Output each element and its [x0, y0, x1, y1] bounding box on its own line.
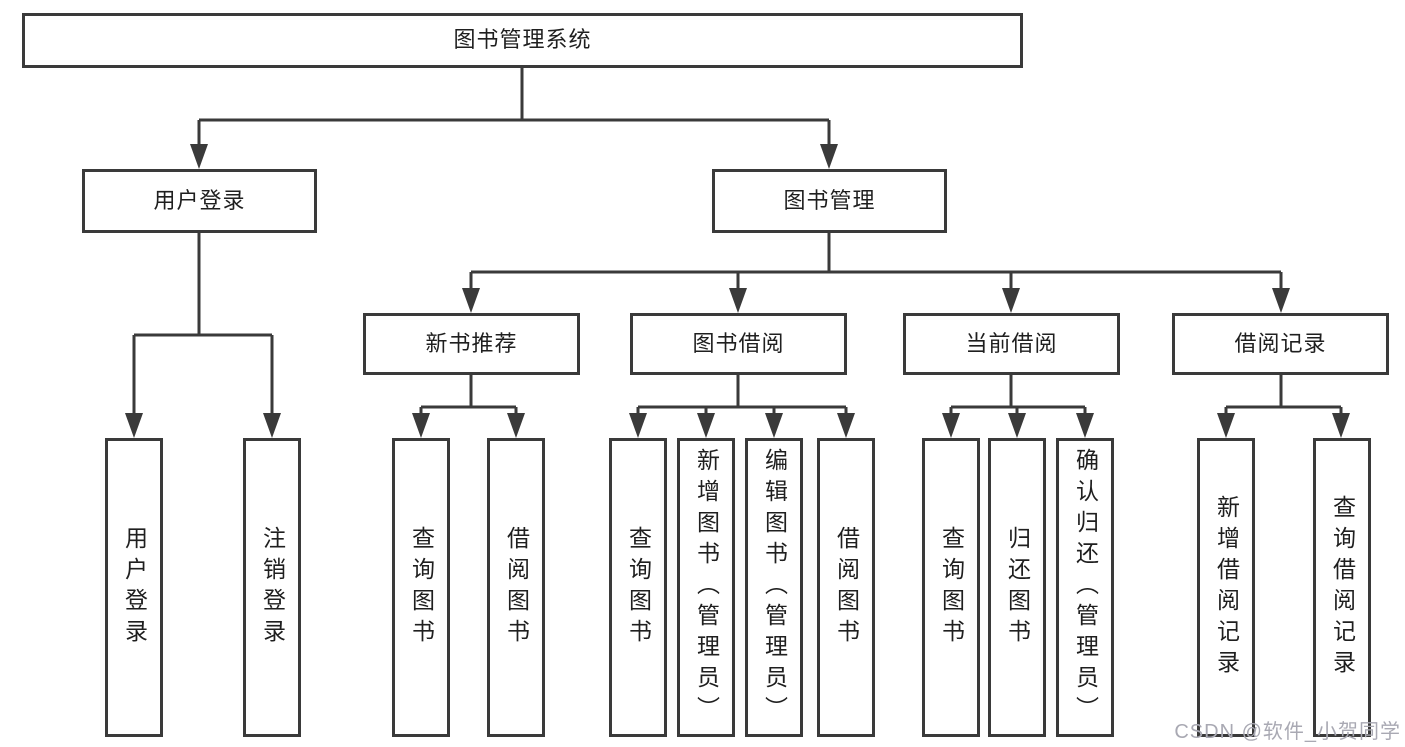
leaf-return-books-label: 归还图书: [1004, 525, 1031, 650]
leaf-confirm-return-admin-label: 确认归还（管理员）: [1072, 448, 1099, 727]
leaf-add-books-admin-label: 新增图书（管理员）: [693, 448, 720, 727]
leaf-user-login-label: 用户登录: [121, 525, 148, 650]
leaf-query-books-current-label: 查询图书: [938, 525, 965, 650]
leaf-query-books-recommend-label: 查询图书: [408, 525, 435, 650]
leaf-borrow-books: 借阅图书: [817, 438, 875, 737]
tree-edges: [132, 68, 1343, 418]
leaf-confirm-return-admin: 确认归还（管理员）: [1056, 438, 1114, 737]
node-new-book-recommendation-label: 新书推荐: [425, 330, 518, 356]
leaf-query-borrow-record: 查询借阅记录: [1313, 438, 1371, 737]
arrowheads: [125, 144, 1350, 438]
leaf-return-books: 归还图书: [988, 438, 1046, 737]
node-root-system: 图书管理系统: [22, 13, 1023, 68]
leaf-query-books-borrowing: 查询图书: [609, 438, 667, 737]
leaf-edit-books-admin: 编辑图书（管理员）: [745, 438, 803, 737]
leaf-borrow-books-recommend-label: 借阅图书: [503, 525, 530, 650]
leaf-user-login: 用户登录: [105, 438, 163, 737]
csdn-watermark: CSDN @软件_小贺同学: [1174, 721, 1401, 743]
node-book-management: 图书管理: [712, 169, 947, 233]
node-root-system-label: 图书管理系统: [453, 27, 592, 53]
node-new-book-recommendation: 新书推荐: [363, 313, 580, 375]
leaf-add-borrow-record-label: 新增借阅记录: [1213, 494, 1240, 681]
node-borrowing-records-label: 借阅记录: [1234, 330, 1327, 356]
leaf-query-borrow-record-label: 查询借阅记录: [1329, 494, 1356, 681]
node-current-borrowing-label: 当前借阅: [965, 330, 1058, 356]
leaf-logout: 注销登录: [243, 438, 301, 737]
leaf-borrow-books-recommend: 借阅图书: [487, 438, 545, 737]
node-book-management-label: 图书管理: [783, 187, 876, 213]
leaf-add-borrow-record: 新增借阅记录: [1197, 438, 1255, 737]
node-user-login-label: 用户登录: [153, 187, 246, 213]
leaf-borrow-books-label: 借阅图书: [833, 525, 860, 650]
node-book-borrowing-label: 图书借阅: [692, 330, 785, 356]
leaf-edit-books-admin-label: 编辑图书（管理员）: [761, 448, 788, 727]
node-borrowing-records: 借阅记录: [1172, 313, 1389, 375]
leaf-query-books-recommend: 查询图书: [392, 438, 450, 737]
leaf-query-books-current: 查询图书: [922, 438, 980, 737]
node-book-borrowing: 图书借阅: [630, 313, 847, 375]
node-user-login: 用户登录: [82, 169, 317, 233]
leaf-add-books-admin: 新增图书（管理员）: [677, 438, 735, 737]
node-current-borrowing: 当前借阅: [903, 313, 1120, 375]
leaf-logout-label: 注销登录: [259, 525, 286, 650]
leaf-query-books-borrowing-label: 查询图书: [625, 525, 652, 650]
